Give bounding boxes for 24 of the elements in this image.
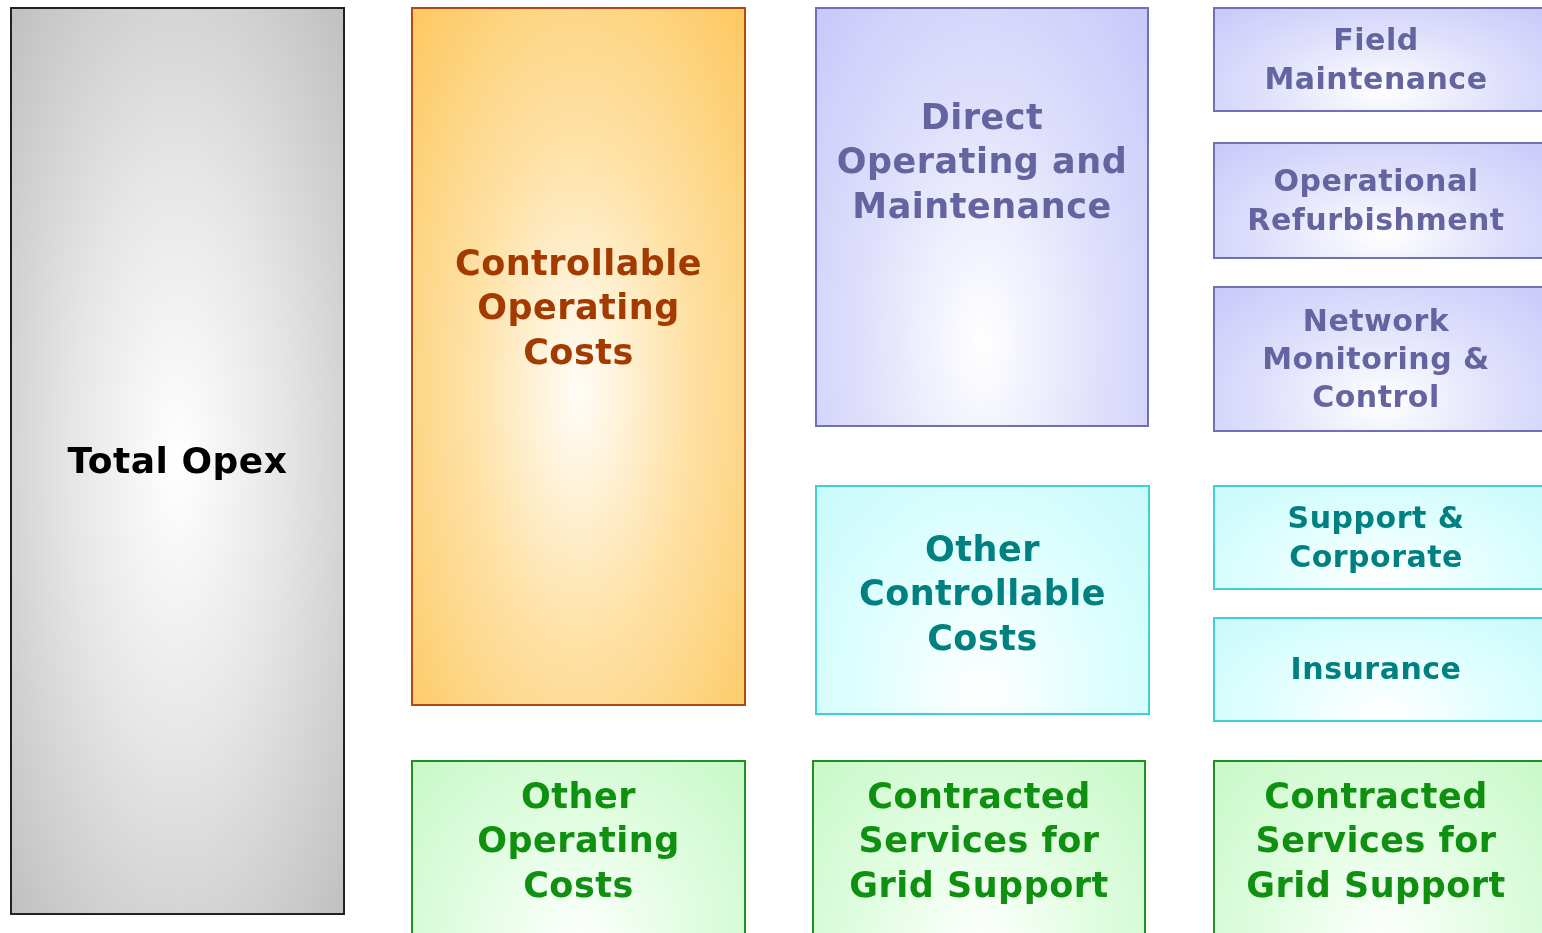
box-label: Controllable Operating Costs [453, 242, 704, 374]
category-box [1213, 142, 1542, 259]
box-label: Operational Refurbishment [1246, 162, 1506, 239]
category-box [1213, 286, 1542, 432]
box-label: Network Monitoring & Control [1261, 301, 1491, 417]
box-label: Contracted Services for Grid Support [1245, 775, 1507, 907]
category-box [1213, 617, 1542, 722]
box-label: Other Controllable Costs [857, 528, 1108, 660]
category-box [10, 7, 345, 915]
category-box [411, 760, 746, 933]
category-box [1213, 760, 1542, 933]
box-label: Direct Operating and Maintenance [835, 96, 1129, 228]
category-box [1213, 7, 1542, 112]
category-box [815, 7, 1149, 427]
category-box [815, 485, 1150, 715]
box-label: Support & Corporate [1286, 499, 1466, 576]
box-label: Contracted Services for Grid Support [848, 775, 1110, 907]
box-label: Insurance [1290, 650, 1462, 689]
category-box [1213, 485, 1542, 590]
category-box [411, 7, 746, 706]
box-label: Other Operating Costs [476, 775, 681, 907]
box-label: Total Opex [67, 439, 288, 484]
box-label: Field Maintenance [1263, 21, 1489, 98]
category-box [812, 760, 1146, 933]
